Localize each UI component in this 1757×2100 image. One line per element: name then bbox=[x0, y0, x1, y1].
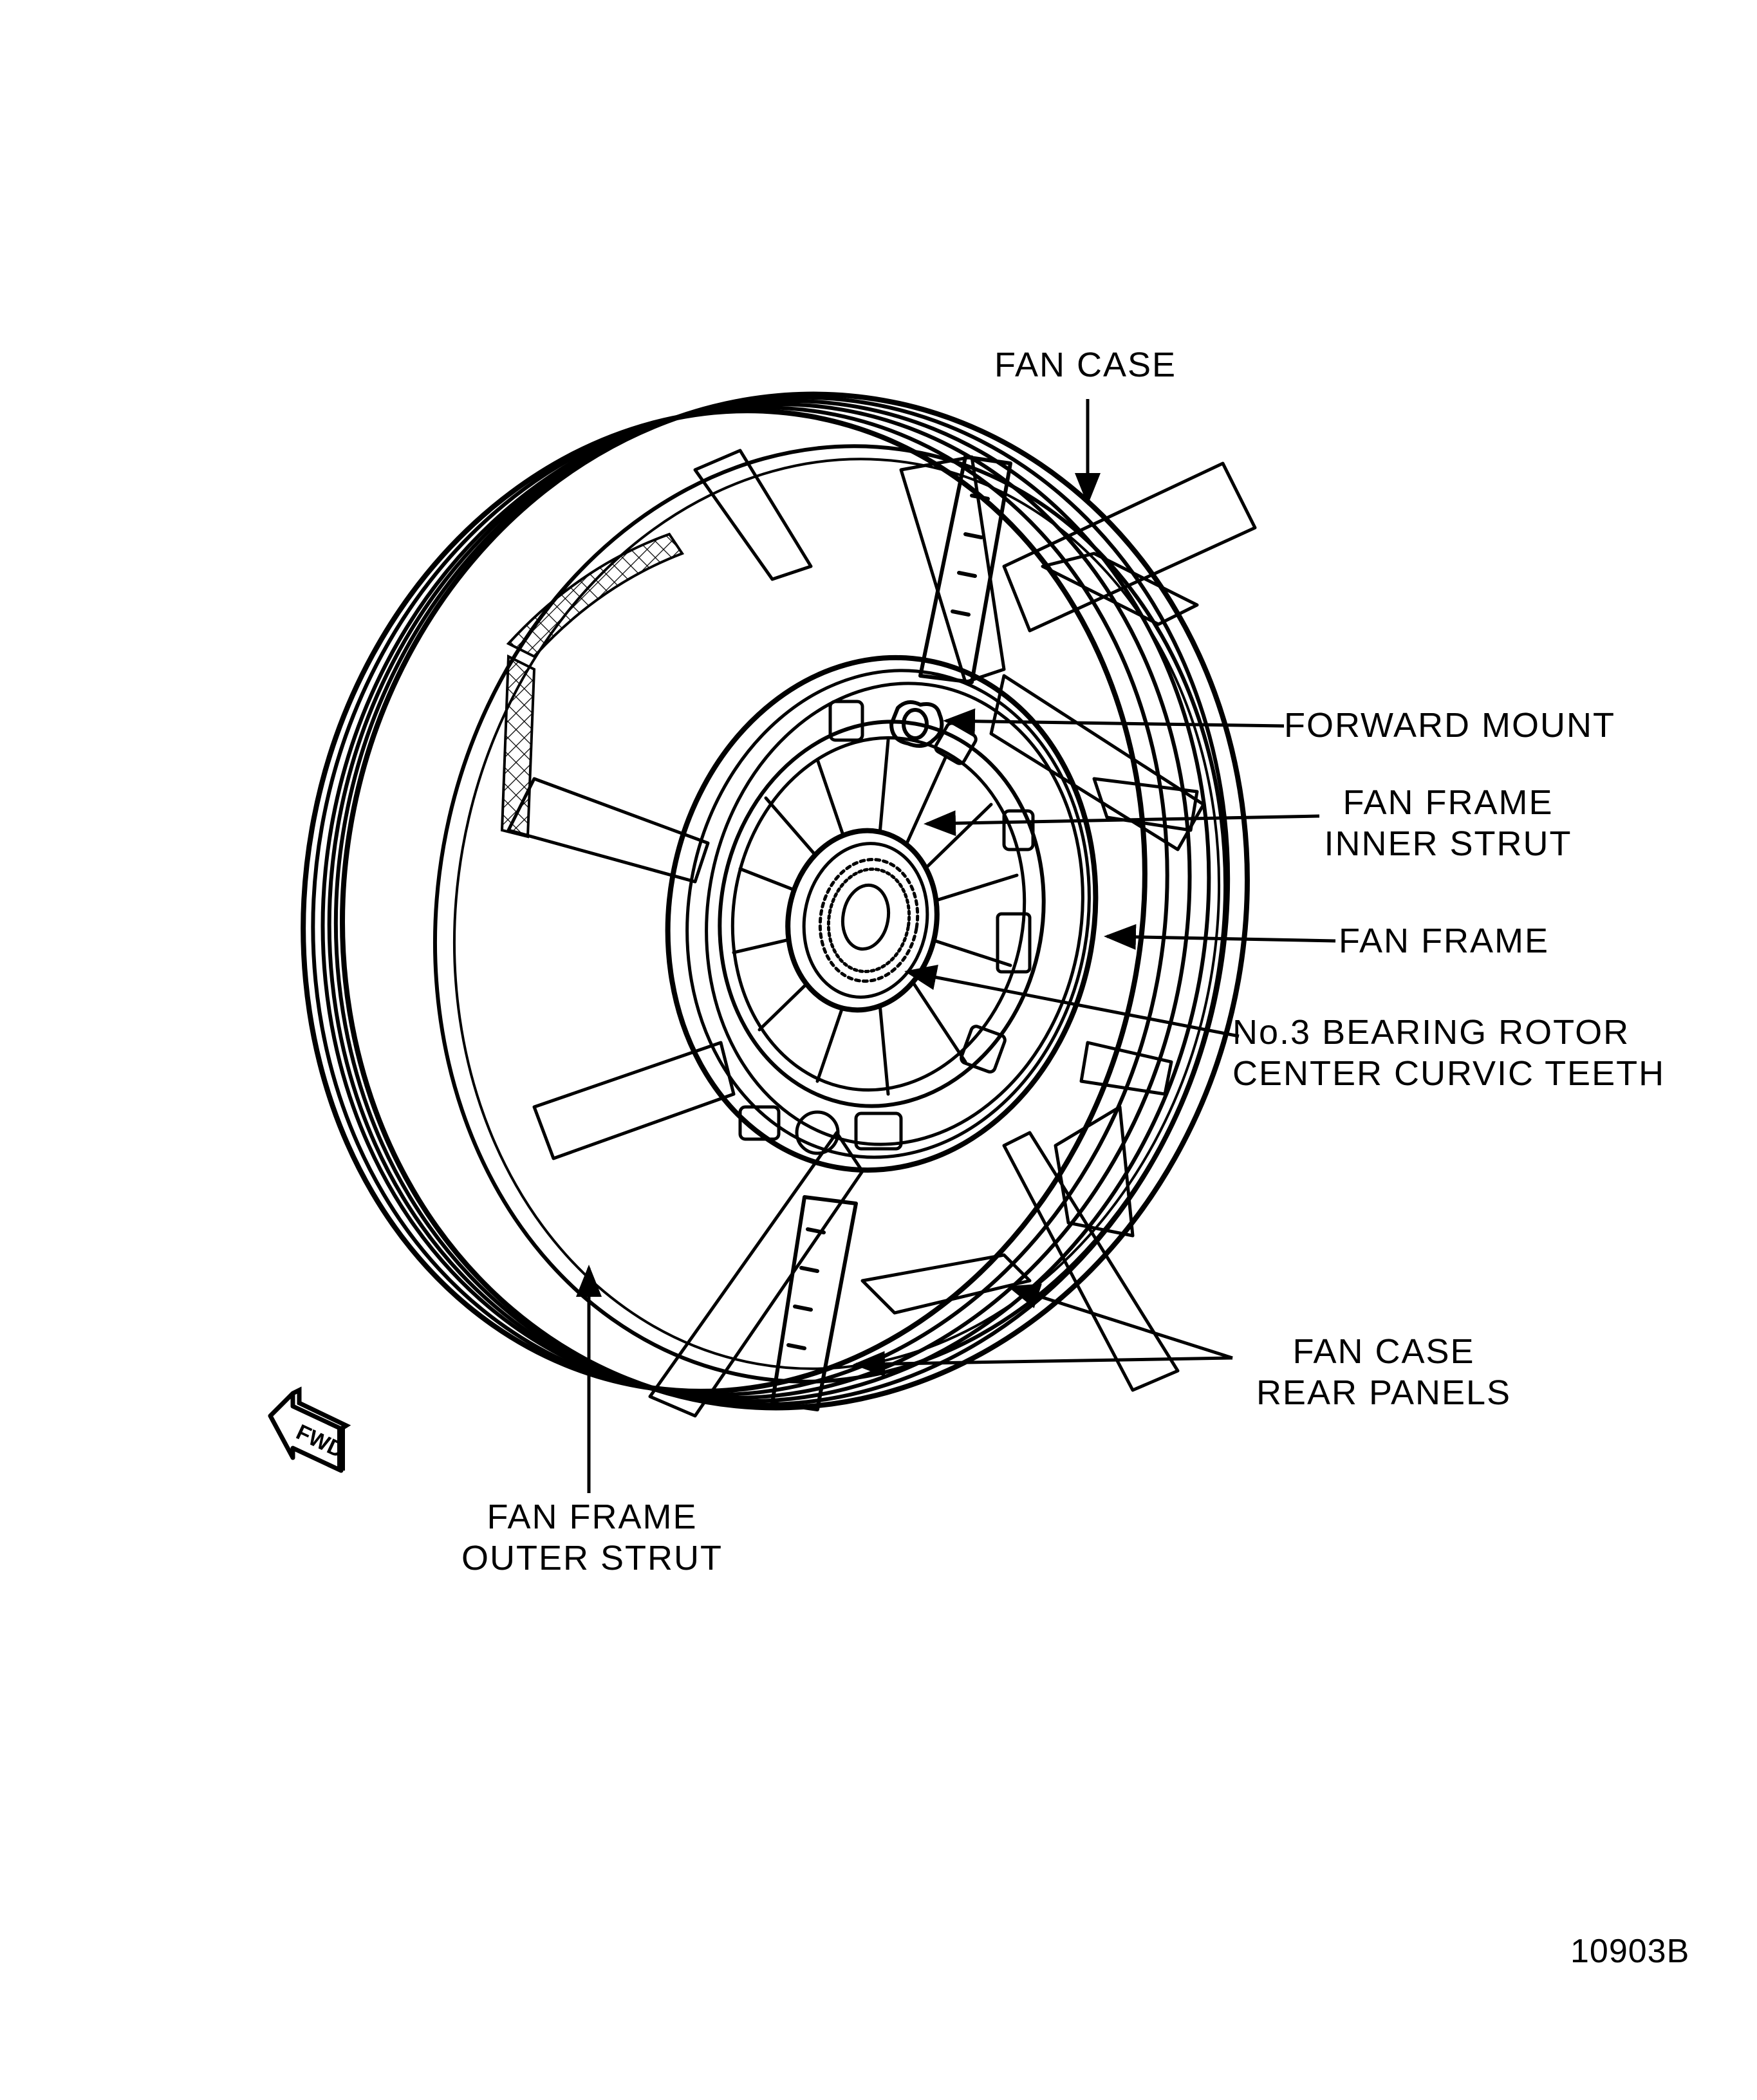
no3-bearing-housing bbox=[785, 828, 940, 1013]
callout-fan-frame-outer-strut: FAN FRAME OUTER STRUT bbox=[461, 1498, 723, 1577]
leader-rear-panels-2 bbox=[853, 1351, 1233, 1377]
leader-fan-frame-inner-strut bbox=[924, 810, 1320, 837]
figure-number: 10903B bbox=[1570, 1933, 1690, 1970]
acoustic-mesh-panel bbox=[506, 532, 685, 658]
forward-direction-arrow-icon: FWD bbox=[268, 1386, 351, 1473]
callout-fan-frame: FAN FRAME bbox=[1339, 922, 1550, 960]
top-strut-bar bbox=[918, 455, 1012, 684]
fan-case-rear-panel-shapes bbox=[860, 552, 1199, 1315]
fan-frame-hub bbox=[665, 655, 1099, 1173]
callout-fan-frame-inner-strut: FAN FRAME INNER STRUT bbox=[1324, 783, 1572, 863]
leader-no3-bearing bbox=[904, 964, 1240, 1038]
leader-forward-mount bbox=[943, 708, 1285, 734]
bottom-strut-bar bbox=[770, 1195, 858, 1411]
leader-fan-frame bbox=[1104, 924, 1336, 950]
fan-case-inner-edge bbox=[433, 444, 1227, 1384]
callout-forward-mount: FORWARD MOUNT bbox=[1284, 706, 1615, 745]
callout-fan-case-rear-panels: FAN CASE REAR PANELS bbox=[1256, 1332, 1512, 1412]
callout-fan-case: FAN CASE bbox=[994, 346, 1177, 384]
callout-no3-bearing-rotor: No.3 BEARING ROTOR CENTER CURVIC TEETH bbox=[1232, 1013, 1666, 1093]
hub-windows bbox=[738, 700, 1035, 1155]
callout-leaders bbox=[576, 399, 1336, 1493]
forward-mount-lug bbox=[889, 700, 944, 748]
fan-case-outer-rings bbox=[301, 391, 1250, 1411]
leader-rear-panels-1 bbox=[1007, 1283, 1233, 1360]
